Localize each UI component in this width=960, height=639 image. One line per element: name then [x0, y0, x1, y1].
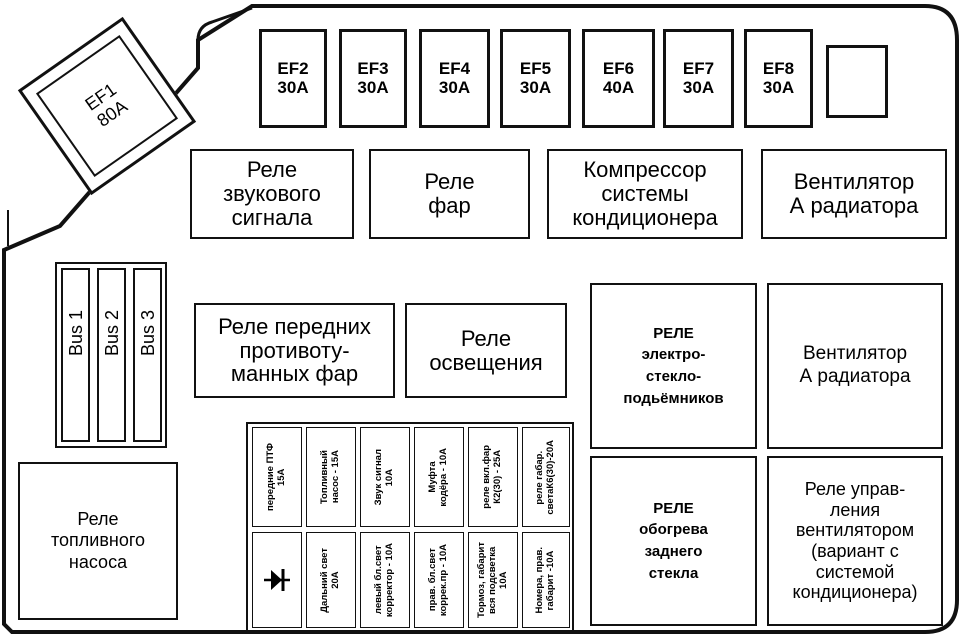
fuse-ef4: EF4 30A — [419, 29, 490, 128]
fuse-id: EF8 — [762, 59, 795, 79]
fuse-rating: 30A — [438, 77, 471, 97]
diode — [252, 532, 302, 628]
bus-block: Bus 1 Bus 2 Bus 3 — [55, 262, 167, 448]
fuse-slot-empty — [826, 45, 888, 118]
fuse-rating: 30A — [277, 77, 309, 97]
fuse-ef8: EF8 30A — [744, 29, 813, 128]
relay-headlights: Реле фар — [369, 149, 530, 239]
relay-radiator-fan-a-2: Вентилятор А радиатора — [767, 283, 943, 449]
relay-power-windows: РЕЛЕ электро- стекло- подьёмников — [590, 283, 757, 449]
fuse-id: EF7 — [682, 59, 715, 79]
fuse-ef6: EF6 40A — [582, 29, 655, 128]
fuse-ef7: EF7 30A — [663, 29, 734, 128]
relay-ac-compressor: Компрессор системы кондиционера — [547, 149, 743, 239]
relay-lighting: Реле освещения — [405, 303, 567, 398]
fuse-rating: 40A — [602, 77, 635, 97]
relay-rear-defroster: РЕЛЕ обогрева заднего стекла — [590, 456, 757, 626]
fuse-id: EF4 — [438, 59, 471, 79]
relay-fuel-pump: Реле топливного насоса — [18, 462, 178, 620]
small-fuse-parking-relay: реле габар.светаК6(30)-20А — [522, 427, 570, 527]
small-fuse-plate-light: Номера, прав.габарит -10А — [522, 532, 570, 628]
bus-2: Bus 2 — [97, 268, 126, 442]
fuse-rating: 30A — [357, 77, 389, 97]
fuse-rating: 30A — [682, 77, 715, 97]
fuse-ef5: EF5 30A — [500, 29, 571, 128]
relay-radiator-fan-a: Вентилятор А радиатора — [761, 149, 947, 239]
fuse-id: EF5 — [519, 59, 552, 79]
fuse-id: EF2 — [277, 59, 309, 79]
fuse-id: EF3 — [357, 59, 389, 79]
relay-horn: Реле звукового сигнала — [190, 149, 354, 239]
fuse-ef3: EF3 30A — [339, 29, 407, 128]
diode-icon — [264, 569, 290, 591]
fuse-rating: 30A — [519, 77, 552, 97]
relay-fan-control: Реле управ- ления вентилятором (вариант … — [767, 456, 943, 626]
main-fuse-ef1: EF1 80A — [8, 2, 208, 222]
fuse-rating: 30A — [762, 77, 795, 97]
relay-fog-lights: Реле передних противоту- манных фар — [194, 303, 395, 398]
bus-3: Bus 3 — [133, 268, 162, 442]
fuse-ef2: EF2 30A — [259, 29, 327, 128]
bus-1: Bus 1 — [61, 268, 90, 442]
fuse-id: EF6 — [602, 59, 635, 79]
